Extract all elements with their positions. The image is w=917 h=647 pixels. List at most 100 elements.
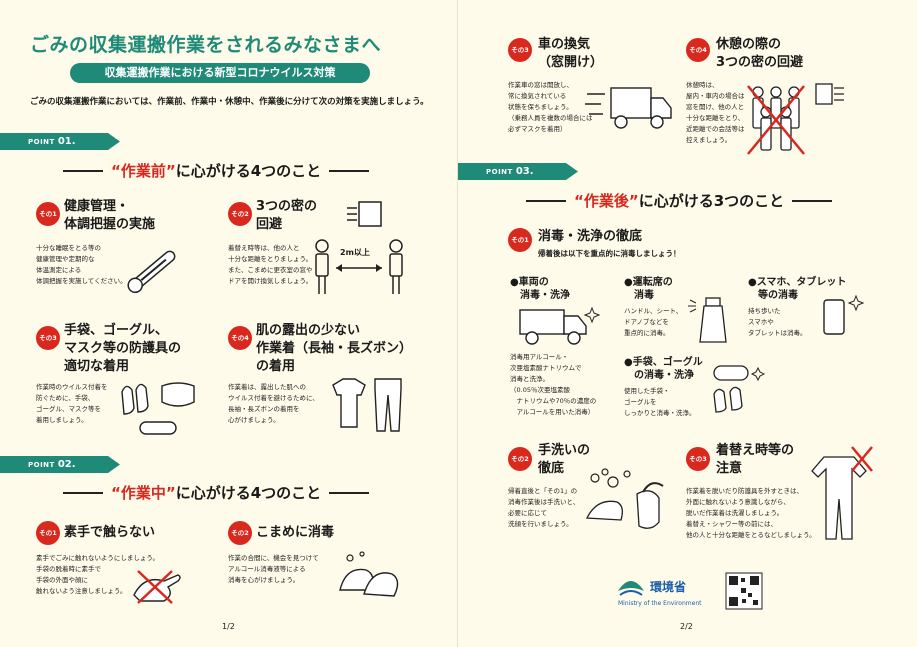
title-line: 3つの密の回避 bbox=[716, 55, 804, 70]
item-body: 素手でごみに触れないようにしましょう。 手袋の脱着時に素手で 手袋の外面や顔に … bbox=[36, 553, 159, 597]
body-line: 防ぐために、手袋、 bbox=[36, 394, 95, 402]
body-line: 着用しましょう。 bbox=[36, 416, 88, 424]
body-line: ゴーグル、マスク等を bbox=[36, 405, 101, 413]
item-badge: その2 bbox=[228, 202, 252, 226]
sub-title: ●運転席の 消毒 bbox=[624, 276, 673, 302]
coverall-icon bbox=[811, 446, 873, 540]
body-line: ドアノブなどを bbox=[624, 318, 669, 326]
body-line: 体調把握を実施してください。 bbox=[36, 277, 127, 285]
point-number: 03. bbox=[515, 166, 534, 177]
heading-dash bbox=[329, 169, 370, 172]
body-line: 帰着直後と「その1」の bbox=[508, 487, 578, 495]
title-line: 回避 bbox=[256, 217, 283, 232]
body-line: スマホや bbox=[748, 318, 774, 326]
title-line: マスク等の防護具の bbox=[64, 341, 182, 356]
heading-text: に心がける4つのこと bbox=[175, 484, 322, 502]
body-line: 他の人と十分な距離をとるなどしましょう。 bbox=[686, 531, 816, 539]
intro-text: ごみの収集運搬作業においては、作業前、作業中・休憩中、作業後に分けて次の対策を実… bbox=[30, 97, 429, 107]
title-line: ●スマホ、タブレット bbox=[748, 277, 847, 288]
item-badge: その4 bbox=[228, 326, 252, 350]
title-line: 体調把握の実施 bbox=[64, 217, 156, 232]
body-line: ウイルス付着を避けるために、 bbox=[228, 394, 319, 402]
body-line: 長袖・長ズボンの着用を bbox=[228, 405, 300, 413]
title-line: 3つの密の bbox=[256, 199, 318, 214]
body-line: アルコールを用いた消毒） bbox=[510, 408, 595, 416]
point-03-heading: “作業後” に心がける3つのこと bbox=[518, 190, 840, 211]
work-clothes-icon bbox=[332, 378, 402, 432]
sub-title: ●手袋、ゴーグル の消毒・洗浄 bbox=[624, 356, 703, 382]
heading-dash bbox=[526, 199, 566, 202]
title-line: 車の換気 bbox=[538, 37, 591, 52]
item-title: 着替え時等の 注意 bbox=[716, 442, 794, 478]
item-body: 使用した手袋・ ゴーグルを しっかりと消毒・洗浄。 bbox=[624, 386, 696, 419]
body-line: 作業着を脱いだり防護具を外すときは、 bbox=[686, 487, 803, 495]
body-line: ゴーグルを bbox=[624, 398, 657, 406]
body-line: 手袋の脱着時に素手で bbox=[36, 565, 101, 573]
body-line: 必ずマスクを着用） bbox=[508, 125, 567, 133]
body-line: 消毒と洗浄。 bbox=[510, 375, 549, 383]
body-line: アルコール消毒液等による bbox=[228, 565, 306, 573]
heading-dash bbox=[63, 491, 103, 494]
point-label: POINT bbox=[486, 168, 513, 176]
page-right: その3 車の換気 （窓開け） 作業車の窓は開放し、 常に換気されている 状態を保… bbox=[458, 0, 917, 647]
heading-accent: “作業前” bbox=[111, 162, 176, 180]
ventilated-truck-icon bbox=[585, 87, 672, 129]
body-line: （乗務人員を複数の場合には bbox=[508, 114, 593, 122]
item-body: 作業着を脱いだり防護具を外すときは、 外面に触れないよう意識しながら、 脱いだ作… bbox=[686, 486, 816, 541]
body-line: 心がけましょう。 bbox=[228, 416, 280, 424]
body-line: 十分な睡眠をとる等の bbox=[36, 244, 101, 252]
item-title: 手洗いの 徹底 bbox=[538, 442, 590, 478]
item-title: 3つの密の 回避 bbox=[256, 198, 317, 234]
gloves-goggles-mask-icon bbox=[121, 382, 195, 435]
heading-text: に心がける3つのこと bbox=[638, 192, 785, 210]
point-number: 02. bbox=[57, 459, 76, 470]
item-badge: その2 bbox=[508, 447, 532, 471]
qr-code-icon bbox=[725, 572, 763, 610]
heading-text: に心がける4つのこと bbox=[175, 162, 322, 180]
subtitle-banner: 収集運搬作業における新型コロナウイルス対策 bbox=[70, 63, 370, 83]
goggles-gloves-icon bbox=[713, 365, 766, 413]
body-line: しっかりと消毒・洗浄。 bbox=[624, 409, 696, 417]
handwash-face-icon bbox=[585, 468, 664, 529]
item-body: 作業の合間に、機会を見つけて アルコール消毒液等による 消毒を心がけましょう。 bbox=[228, 553, 319, 586]
title-line: ●手袋、ゴーグル bbox=[624, 357, 703, 368]
item-title: 消毒・洗浄の徹底 bbox=[538, 229, 643, 244]
no-bare-hands-icon bbox=[133, 570, 181, 604]
item-title: 手袋、ゴーグル、 マスク等の防護具の 適切な着用 bbox=[64, 322, 181, 376]
body-line: 窓を開け、他の人と bbox=[686, 103, 745, 111]
item-badge: その3 bbox=[508, 38, 532, 62]
body-line: 次亜塩素酸ナトリウムで bbox=[510, 364, 582, 372]
title-line: 消毒・洗浄 bbox=[510, 290, 570, 301]
item-body: 作業車の窓は開放し、 常に換気されている 状態を保ちましょう。 （乗務人員を複数… bbox=[508, 80, 593, 135]
sub-title: ●スマホ、タブレット 等の消毒 bbox=[748, 276, 846, 302]
item-title: 健康管理・ 体調把握の実施 bbox=[64, 198, 155, 234]
body-line: 消毒を心がけましょう。 bbox=[228, 576, 300, 584]
title-line: 素手で触らない bbox=[64, 525, 156, 540]
body-line: 十分な距離をとり、 bbox=[686, 114, 745, 122]
body-line: 健康管理や定期的な bbox=[36, 255, 95, 263]
highlight-note: 帰着後は以下を重点的に消毒しましょう！ bbox=[538, 249, 681, 258]
open-window-icon bbox=[347, 201, 382, 227]
item-body: 帰着直後と「その1」の 消毒作業後は手洗いと、 必要に応じて 洗顔を行いましょう… bbox=[508, 486, 579, 530]
item-body: 十分な睡眠をとる等の 健康管理や定期的な 体温測定による 体調把握を実施してくだ… bbox=[36, 243, 127, 287]
item-title: 休憩の際の 3つの密の回避 bbox=[716, 36, 803, 72]
item-title: 肌の露出の少ない 作業着（長袖・長ズボン） の着用 bbox=[256, 322, 412, 376]
body-line: 控えましょう。 bbox=[686, 136, 732, 144]
title-line: 肌の露出の少ない bbox=[256, 323, 361, 338]
social-distance-icon bbox=[315, 239, 403, 294]
body-line: 必要に応じて bbox=[508, 509, 547, 517]
item-title: 車の換気 （窓開け） bbox=[538, 36, 603, 72]
title-line: （窓開け） bbox=[538, 55, 604, 70]
body-line: 外面に触れないよう意識しながら、 bbox=[686, 498, 790, 506]
item-badge: その1 bbox=[36, 202, 60, 226]
body-line: 使用した手袋・ bbox=[624, 387, 670, 395]
title-line: 休憩の際の bbox=[716, 37, 782, 52]
body-line: （0.05％次亜塩素酸 bbox=[510, 386, 570, 394]
heading-dash bbox=[792, 199, 833, 202]
page-number: 1/2 bbox=[222, 622, 235, 631]
body-line: 持ち歩いた bbox=[748, 307, 781, 315]
title-line: 健康管理・ bbox=[64, 199, 130, 214]
point-01-heading: “作業前” に心がける4つのこと bbox=[55, 160, 377, 181]
body-line: 作業時のウイルス付着を bbox=[36, 383, 108, 391]
